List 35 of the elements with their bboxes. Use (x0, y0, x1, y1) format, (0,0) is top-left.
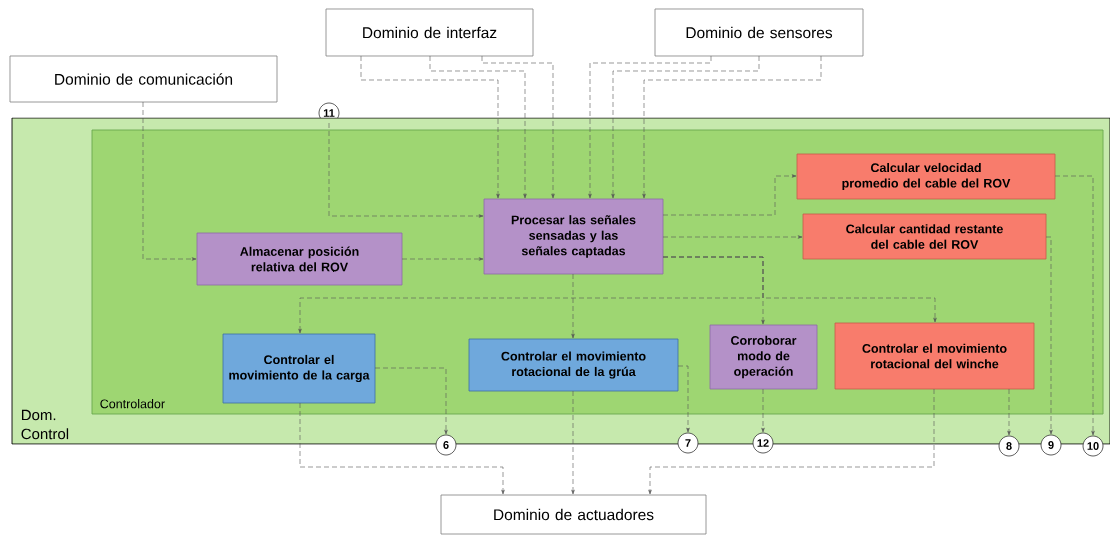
arrow (642, 55, 822, 199)
arrow (299, 402, 505, 495)
process-box: Almacenar posición relativa del ROV (196, 232, 403, 286)
arrow (401, 257, 484, 261)
arrow (648, 388, 935, 495)
arrow (662, 235, 803, 239)
arrow (1045, 236, 1053, 435)
process-box: Controlar el movimiento de la carga (222, 333, 376, 404)
arrow (481, 55, 555, 199)
arrow (1054, 175, 1095, 436)
node-label: 10 (1087, 442, 1099, 450)
process-box: Corroborar modo de operación (709, 324, 818, 390)
domain-box: Dominio de comunicación (9, 55, 278, 103)
arrow (142, 101, 197, 261)
domain-box: Dominio de actuadores (440, 494, 707, 535)
arrow (611, 55, 760, 199)
domain-box: Dominio de interfaz (325, 8, 534, 57)
arrow (662, 174, 797, 216)
arrow (429, 55, 527, 199)
arrow (761, 388, 765, 433)
process-box: Calcular cantidad restante del cable del ROV (802, 213, 1047, 260)
arrow (571, 273, 575, 339)
process-box: Procesar las señales sensadas y las señales captadas (483, 198, 664, 275)
arrow (588, 55, 712, 199)
arrow (1007, 388, 1011, 436)
process-box: Calcular velocidad promedio del cable del ROV (796, 153, 1056, 200)
arrow (662, 256, 937, 323)
arrow (360, 55, 500, 199)
process-box: Controlar el movimiento rotacional del winche (834, 322, 1035, 390)
arrow (571, 390, 575, 495)
arrow (374, 367, 448, 435)
arrow (677, 365, 690, 433)
process-box: Controlar el movimiento rotacional de la grúa (468, 338, 679, 392)
domain-box: Dominio de sensores (654, 8, 864, 57)
arrow (328, 122, 484, 218)
